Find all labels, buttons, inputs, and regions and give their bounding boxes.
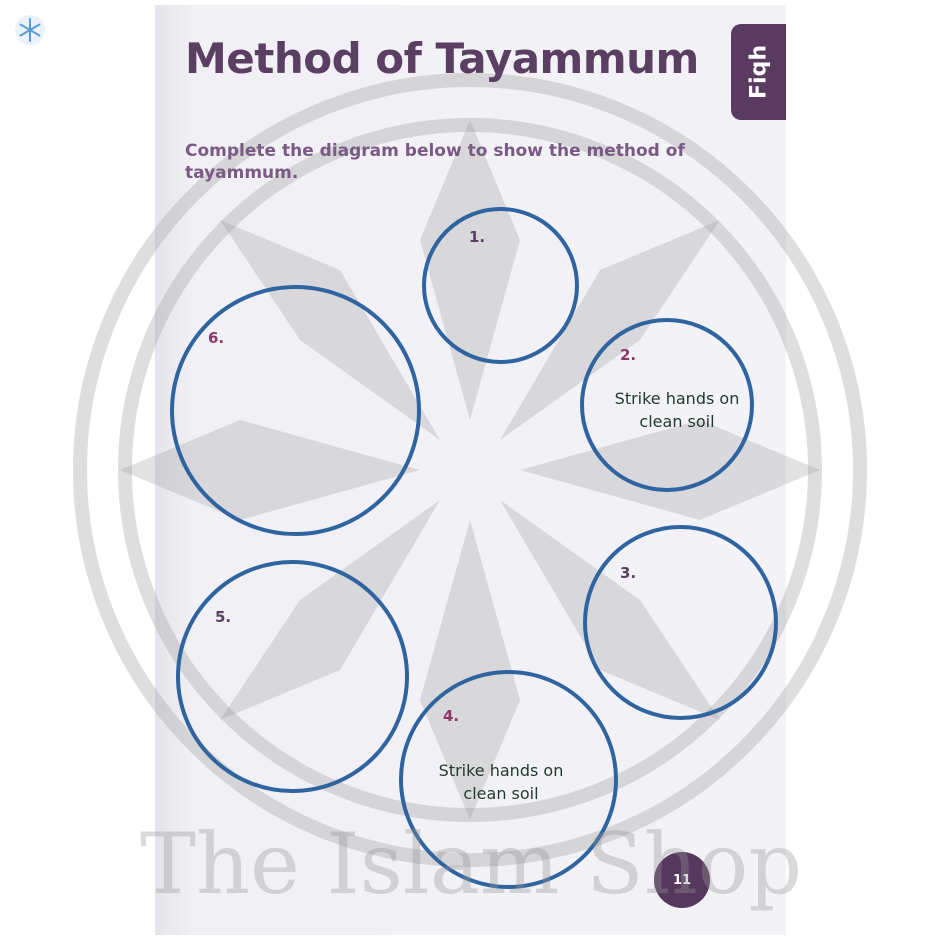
step-circle-2 bbox=[580, 318, 754, 492]
step-circle-3 bbox=[583, 525, 778, 720]
step-circle-5 bbox=[176, 560, 409, 793]
section-tab-label: Fiqh bbox=[746, 45, 771, 99]
step-circle-4 bbox=[399, 670, 618, 889]
step-number-5: 5. bbox=[215, 608, 232, 626]
section-tab: Fiqh bbox=[731, 24, 786, 120]
step-number-4: 4. bbox=[443, 707, 460, 725]
page-title: Method of Tayammum bbox=[185, 34, 699, 83]
instruction-text: Complete the diagram below to show the m… bbox=[185, 141, 685, 183]
page-number-badge: 11 bbox=[654, 852, 710, 908]
step-circle-6 bbox=[170, 285, 421, 536]
step-text-2: Strike hands on clean soil bbox=[614, 389, 740, 431]
step-number-2: 2. bbox=[620, 346, 637, 364]
snowflake-logo-icon bbox=[15, 15, 45, 45]
step-number-3: 3. bbox=[620, 564, 637, 582]
watermark-text: The Islam Shop bbox=[140, 815, 803, 913]
step-number-1: 1. bbox=[469, 228, 486, 246]
step-circle-1 bbox=[422, 207, 579, 364]
step-number-6: 6. bbox=[208, 329, 225, 347]
step-text-4: Strike hands on clean soil bbox=[438, 761, 564, 803]
